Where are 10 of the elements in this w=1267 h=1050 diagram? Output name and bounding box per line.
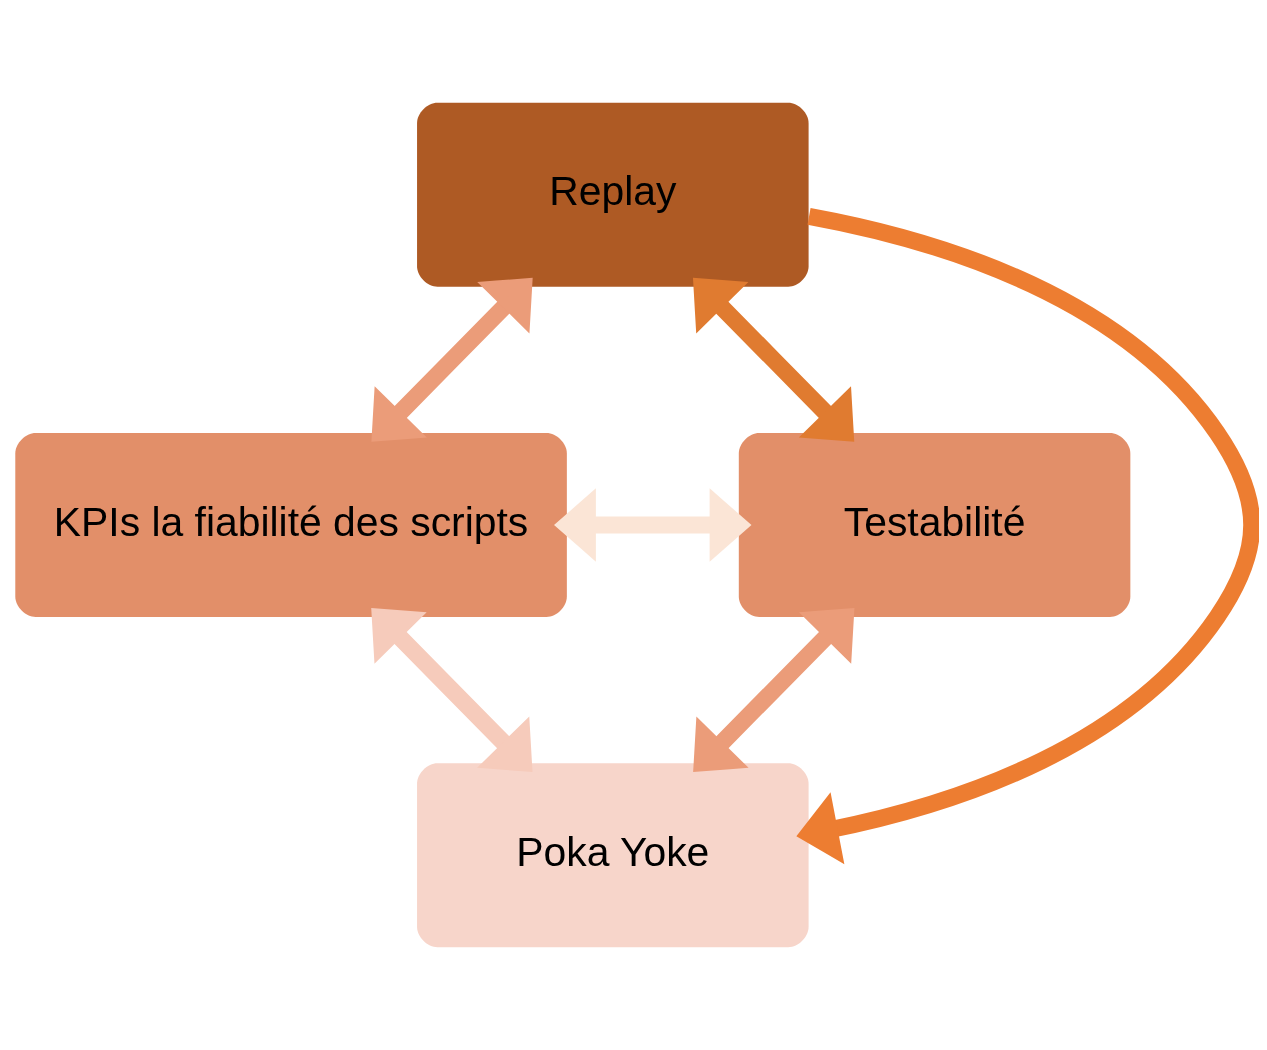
- arrow: [371, 608, 533, 772]
- node-box: KPIs la fiabilité des scripts: [15, 433, 567, 617]
- node-box: Replay: [417, 102, 809, 287]
- node-box: Poka Yoke: [417, 763, 809, 948]
- arrow: [371, 277, 533, 442]
- arrow: [796, 207, 1259, 865]
- node-box: Testabilité: [738, 433, 1131, 617]
- arrow: [693, 608, 855, 772]
- arrow: [692, 277, 855, 442]
- arrow: [554, 488, 752, 562]
